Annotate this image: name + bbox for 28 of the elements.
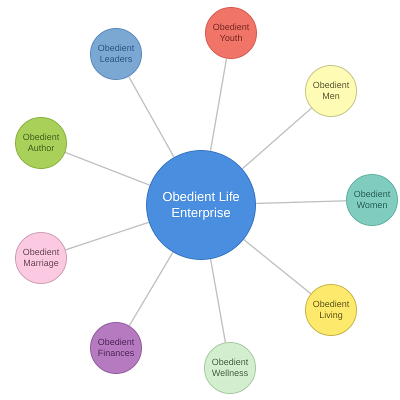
connector-line (243, 239, 312, 294)
topic-circle (205, 7, 257, 59)
connector-line (128, 76, 175, 158)
topic-circle (90, 28, 142, 80)
connector-line (256, 200, 346, 204)
connector-line (242, 108, 312, 170)
topic-circle (305, 65, 357, 117)
connector-line (65, 222, 150, 250)
connector-line (64, 152, 150, 186)
topic-label: Obedient Living (312, 299, 350, 321)
topic-label: Obedient Men (312, 80, 350, 102)
topic-circle (204, 342, 256, 394)
topic-label: Obedient Youth (212, 22, 250, 44)
topic-label: Obedient Women (352, 189, 392, 211)
topic-circle (90, 322, 142, 374)
topic-label: Obedient Author (22, 132, 60, 154)
topic-label: Obedient Wellness (210, 357, 250, 379)
hub-label: Obedient Life Enterprise (161, 189, 241, 221)
connector-line (210, 258, 226, 343)
topic-circle (346, 174, 398, 226)
topic-label: Obedient Marriage (22, 247, 60, 269)
topic-circle (15, 232, 67, 284)
topic-label: Obedient Finances (96, 337, 136, 359)
connector-line (210, 58, 228, 151)
topic-circle (305, 284, 357, 336)
topic-circle (15, 117, 67, 169)
connector-line (128, 252, 174, 326)
topic-label: Obedient Leaders (96, 43, 136, 65)
